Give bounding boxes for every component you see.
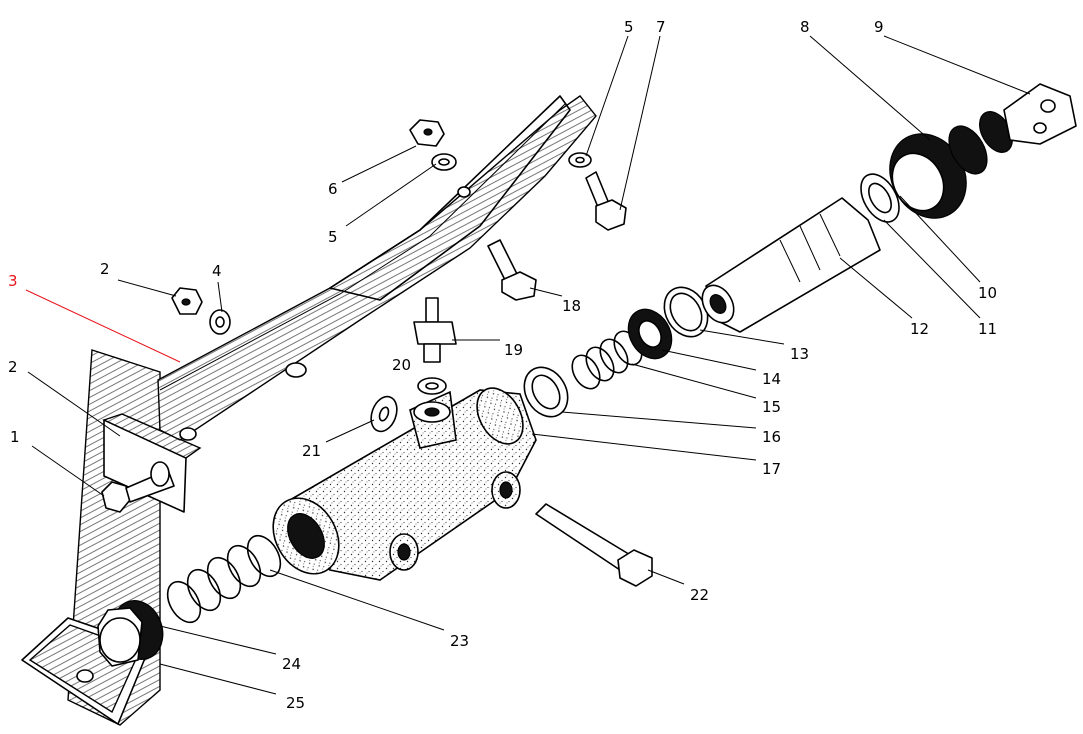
- label-18: 18: [562, 297, 581, 315]
- leader-8: [809, 35, 931, 141]
- label-6: 6: [328, 180, 338, 198]
- leader-7: [619, 35, 661, 211]
- label-17: 17: [762, 460, 781, 478]
- leader-15: [631, 363, 757, 399]
- label-5b: 5: [328, 228, 338, 246]
- label-15: 15: [762, 398, 781, 416]
- cylinder-body: [272, 387, 537, 581]
- label-3: 3: [8, 272, 18, 290]
- label-5a: 5: [624, 18, 634, 36]
- leader-17: [531, 433, 757, 461]
- leader-16: [561, 411, 757, 429]
- nut-2: [171, 287, 203, 315]
- label-24: 24: [282, 655, 301, 673]
- end-plug: [97, 600, 164, 667]
- rod-clevis-9: [1003, 83, 1077, 145]
- leader-10: [899, 195, 981, 283]
- piston-seal-14: [627, 308, 673, 360]
- leader-18: [529, 287, 563, 297]
- label-23: 23: [450, 632, 469, 650]
- dust-boot: [889, 111, 1013, 219]
- leader-4: [217, 281, 223, 313]
- label-7: 7: [656, 18, 666, 36]
- label-4: 4: [212, 262, 222, 280]
- label-10: 10: [978, 284, 997, 302]
- label-16: 16: [762, 428, 781, 446]
- leader-2b: [27, 371, 121, 437]
- leader-11: [883, 219, 981, 319]
- label-2b: 2: [8, 358, 18, 376]
- mounting-bracket: [21, 349, 161, 726]
- label-19: 19: [504, 341, 523, 359]
- leader-13: [699, 329, 785, 345]
- label-1: 1: [10, 428, 20, 446]
- label-22: 22: [690, 586, 709, 604]
- label-2a: 2: [100, 260, 110, 278]
- bolt-7: [585, 171, 627, 231]
- seal-ring-11: [860, 173, 900, 223]
- leader-14: [661, 349, 757, 371]
- washer-5b: [568, 152, 592, 168]
- leader-21: [325, 419, 375, 443]
- leader-22: [647, 569, 685, 585]
- lever-arm: [157, 95, 597, 441]
- washer-13: [663, 286, 709, 338]
- leader-6: [341, 145, 417, 183]
- label-12: 12: [910, 320, 929, 338]
- o-ring-16: [523, 366, 569, 418]
- leader-2a: [117, 279, 177, 297]
- label-13: 13: [790, 345, 809, 363]
- label-21: 21: [302, 442, 321, 460]
- leader-1: [31, 445, 105, 497]
- bleed-valve-19: [413, 297, 457, 363]
- leader-23: [269, 569, 445, 631]
- label-11: 11: [978, 320, 997, 338]
- return-spring: [166, 534, 282, 624]
- label-9: 9: [874, 18, 884, 36]
- washer-20: [417, 377, 447, 395]
- leader-25: [159, 663, 277, 695]
- leader-12: [839, 257, 913, 319]
- label-25: 25: [286, 694, 305, 712]
- label-20: 20: [392, 356, 411, 374]
- leader-3: [25, 289, 181, 363]
- lock-washer-4: [209, 309, 231, 335]
- leader-24: [159, 625, 277, 655]
- leader-9: [883, 35, 1031, 95]
- leader-5a: [585, 35, 629, 157]
- piston-12: [701, 197, 881, 333]
- washer-5a: [431, 153, 457, 171]
- washer-21: [370, 395, 398, 433]
- label-14: 14: [762, 370, 781, 388]
- leader-5b: [345, 163, 437, 227]
- bolt-18: [487, 239, 537, 301]
- label-8: 8: [800, 18, 810, 36]
- nut-6: [409, 119, 445, 147]
- bolt-22: [535, 503, 653, 587]
- bolt-1: [101, 461, 175, 513]
